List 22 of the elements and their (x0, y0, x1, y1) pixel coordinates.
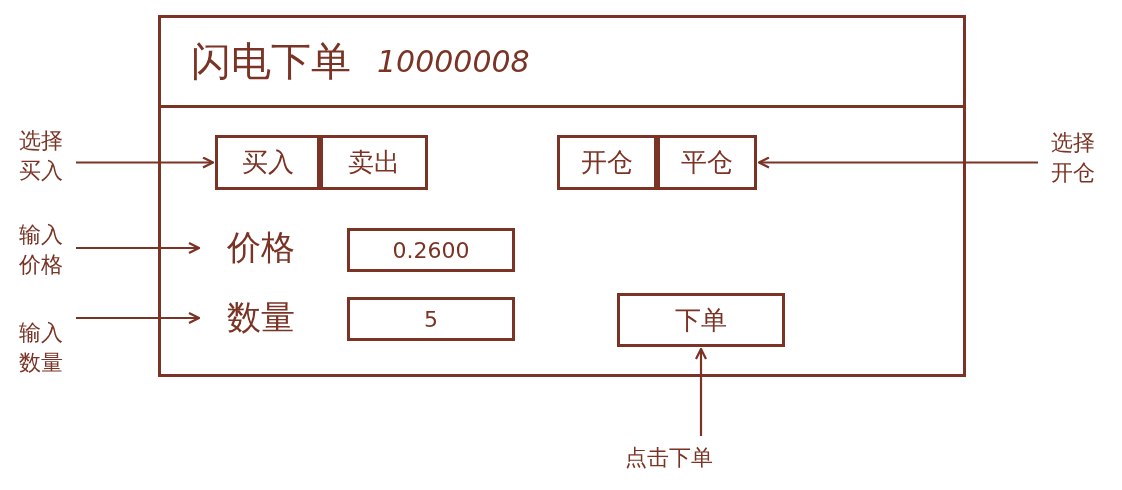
arrow (76, 311, 201, 325)
input-field: 5 (347, 297, 515, 341)
annotation-text: 选择买入 (8, 118, 74, 194)
arrow (76, 241, 201, 255)
app-window (158, 15, 966, 377)
toggle-button: 买入 (215, 135, 320, 190)
toggle-button: 卖出 (320, 135, 428, 190)
field-label: 数量 (201, 295, 321, 341)
annotation-text: 输入价格 (8, 212, 74, 288)
field-label: 价格 (201, 225, 321, 271)
annotation-text: 点击下单 (604, 438, 734, 478)
order-number: 10000008 (377, 44, 530, 79)
window-title: 闪电下单 (191, 37, 351, 86)
arrow (694, 347, 708, 436)
input-field: 0.2600 (347, 228, 515, 272)
submit-button: 下单 (617, 293, 785, 347)
arrow (76, 156, 215, 169)
arrow (757, 156, 1038, 169)
toggle-button: 开仓 (557, 135, 657, 190)
toggle-button: 平仓 (657, 135, 757, 190)
annotation-text: 选择开仓 (1040, 120, 1106, 196)
annotation-text: 输入数量 (8, 310, 74, 386)
